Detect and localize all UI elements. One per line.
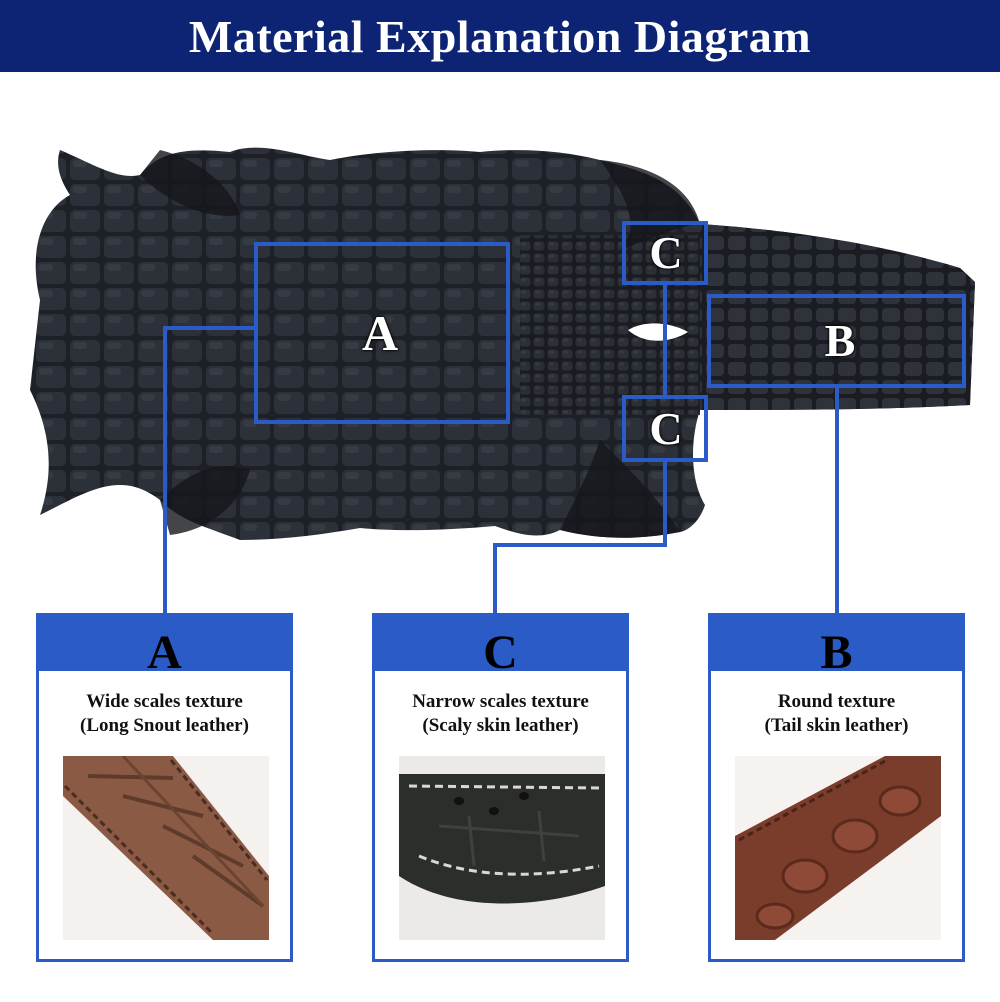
card-b-subtitle: (Tail skin leather) [764, 715, 909, 736]
card-c-title: Narrow scales texture [412, 691, 589, 712]
zone-c-bottom-label: C [649, 403, 683, 454]
zone-a-frame [254, 242, 510, 424]
zone-c-top-label: C [649, 227, 683, 278]
zone-a-label: A [361, 305, 399, 361]
card-c-strap-photo [399, 756, 605, 940]
card-a-title: Wide scales texture [86, 691, 243, 712]
card-b-letter: B [820, 626, 853, 679]
card-c-subtitle: (Scaly skin leather) [422, 715, 579, 736]
card-b-strap-photo [735, 756, 941, 940]
connector-c [493, 460, 667, 613]
vent-hole [628, 323, 688, 341]
front-leg-bottom [160, 466, 250, 535]
card-b: B Round texture (Tail skin leather) [708, 613, 965, 962]
card-c: C Narrow scales texture (Scaly skin leat… [372, 613, 629, 962]
card-a-letter: A [147, 626, 182, 679]
card-b-header: B [711, 616, 962, 677]
card-a-strap-photo [63, 756, 269, 940]
card-a-header: A [39, 616, 290, 677]
tail-texture [700, 224, 975, 410]
page-title: Material Explanation Diagram [188, 10, 812, 62]
rear-leg-bottom [560, 440, 680, 538]
belly-texture [520, 235, 700, 415]
rear-leg-top [600, 160, 700, 250]
header-bar: Material Explanation Diagram [0, 0, 1000, 72]
zone-b-label: B [824, 315, 856, 366]
front-leg-top [140, 150, 240, 216]
card-a-subtitle: (Long Snout leather) [80, 715, 249, 736]
card-c-header: C [375, 616, 626, 677]
card-a: A Wide scales texture (Long Snout leathe… [36, 613, 293, 962]
connector-a [163, 326, 256, 613]
card-b-title: Round texture [777, 691, 896, 712]
card-c-letter: C [483, 626, 518, 679]
